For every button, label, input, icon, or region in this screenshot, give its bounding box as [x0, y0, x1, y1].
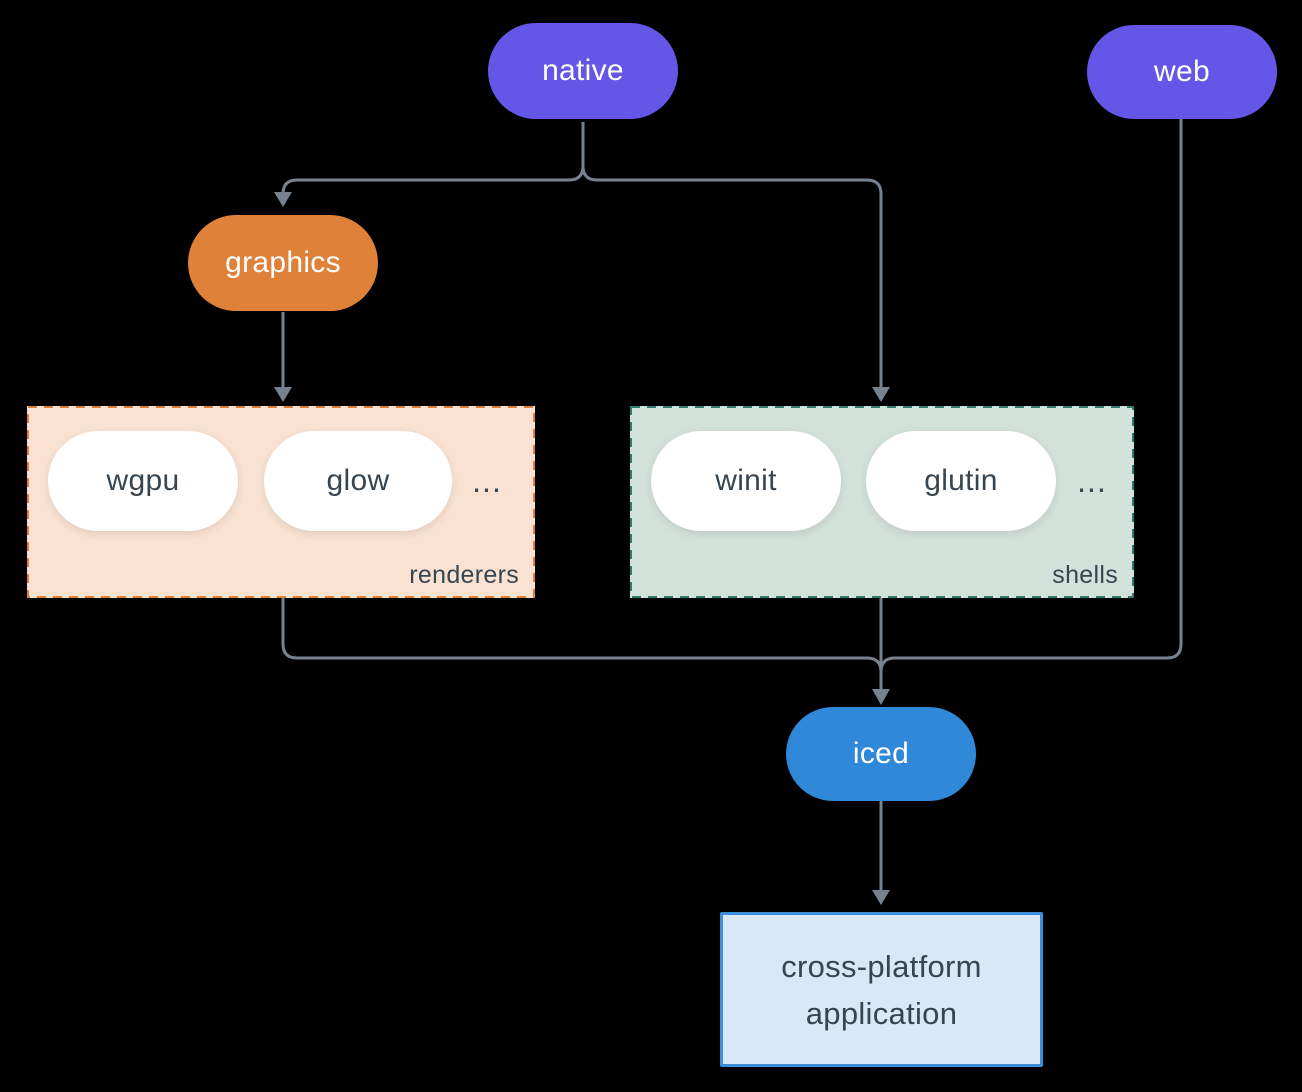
arrowhead-iced: [872, 689, 890, 705]
connector-web-to-iced: [879, 118, 1183, 673]
node-glutin-label: glutin: [924, 464, 998, 497]
node-native: native: [488, 23, 678, 119]
connector-renderers-to-iced: [281, 598, 883, 673]
application-label-line1: cross-platform: [781, 948, 982, 984]
node-application: cross-platform application: [720, 912, 1043, 1067]
node-iced-label: iced: [852, 737, 910, 770]
node-wgpu: wgpu: [48, 431, 238, 531]
node-graphics-label: graphics: [225, 246, 341, 279]
group-renderers-dashed-border: [27, 406, 535, 598]
shells-group-label: shells: [1052, 561, 1118, 589]
node-winit: winit: [651, 431, 841, 531]
node-glutin: glutin: [866, 431, 1056, 531]
shells-ellipsis: ...: [1077, 462, 1107, 499]
arrowhead-graphics: [274, 192, 292, 207]
renderers-ellipsis: ...: [472, 462, 502, 499]
arrowhead-application: [872, 890, 890, 905]
node-wgpu-label: wgpu: [106, 464, 180, 497]
group-shells-dashed-border: [630, 406, 1134, 598]
node-native-label: native: [542, 54, 624, 87]
group-renderers: wgpu glow ... renderers: [27, 406, 535, 598]
connector-native-to-graphics: [281, 122, 585, 195]
node-iced: iced: [786, 707, 976, 801]
arrowhead-shells: [872, 387, 890, 402]
node-graphics: graphics: [188, 215, 378, 311]
group-shells: winit glutin ... shells: [630, 406, 1134, 598]
node-winit-label: winit: [715, 464, 777, 497]
renderers-group-label: renderers: [409, 561, 519, 589]
arrowhead-renderers: [274, 387, 292, 402]
node-web: web: [1087, 25, 1277, 119]
node-glow: glow: [264, 431, 452, 531]
node-web-label: web: [1154, 55, 1210, 88]
connector-native-to-shells: [581, 122, 883, 389]
application-label-line2: application: [805, 995, 958, 1031]
node-glow-label: glow: [326, 464, 390, 497]
